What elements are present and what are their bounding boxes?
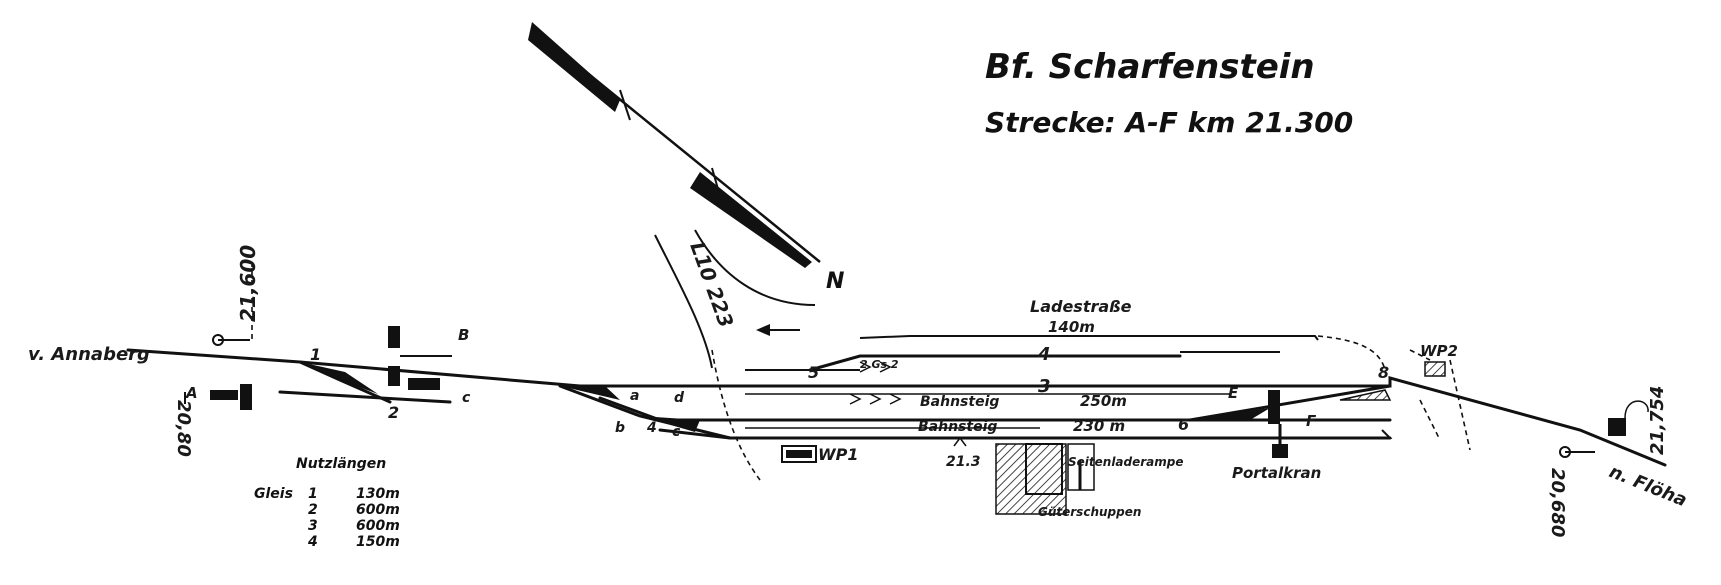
wp1-building	[781, 445, 817, 463]
wp1-label: WP1	[818, 445, 859, 464]
ladestrasse-dash	[1317, 335, 1386, 371]
ladestrasse-length: 140m	[1048, 318, 1095, 336]
signal-f: F	[1306, 412, 1317, 430]
road-l10	[654, 229, 816, 369]
ladestrasse-label: Ladestraße	[1030, 297, 1132, 316]
ladestrasse-road	[859, 335, 1319, 341]
table-row-gleis-4: 4	[307, 534, 318, 550]
km-right-top: 21,754	[1647, 386, 1668, 455]
station-title: Bf. Scharfenstein	[985, 47, 1315, 87]
track-number-1: 1	[310, 345, 321, 364]
switch-c: c	[672, 424, 681, 440]
switch-c-left: c	[462, 390, 471, 406]
km-post-right	[1559, 400, 1649, 458]
signal-e: E	[1228, 384, 1239, 402]
table-row-laenge-4: 150m	[356, 534, 400, 550]
platform-length-1: 250m	[1080, 392, 1127, 410]
small-label: 2 Gs 2	[860, 358, 899, 371]
schuppen-label: Güterschuppen	[1038, 505, 1141, 519]
kran-label: Portalkran	[1232, 464, 1321, 482]
track-number-2: 2	[388, 403, 399, 422]
line-km-title: Strecke: A-F km 21.300	[985, 106, 1353, 139]
switch-d: d	[674, 390, 685, 406]
platform-label-2: Bahnsteig	[918, 419, 997, 435]
track-number-8: 8	[1378, 363, 1389, 382]
km-station-label: 21.3	[946, 454, 981, 470]
km-right-bottom: 20,680	[1547, 468, 1568, 537]
boundary-left	[711, 349, 761, 481]
table-row-gleis-3: 3	[308, 518, 318, 534]
rampe-label: Seitenladerampe	[1068, 455, 1184, 469]
nutzlaengen-prefix: Gleis	[254, 486, 293, 502]
nutzlaengen-table: 1 130m 2 600m 3 600m 4 150m	[307, 486, 400, 550]
table-row-laenge-1: 130m	[356, 486, 400, 502]
track-number-3: 3	[1038, 376, 1051, 397]
signal-b: B	[458, 326, 469, 344]
track-number-5: 5	[808, 363, 819, 382]
table-row-gleis-1: 1	[308, 486, 318, 502]
switch-b: b	[615, 420, 625, 436]
nutzlaengen-heading: Nutzlängen	[296, 456, 386, 472]
km-left-bottom: 20,80	[173, 400, 194, 457]
switch-4: 4	[646, 420, 657, 436]
wp2-building	[1424, 361, 1446, 377]
signal-block-b	[388, 326, 400, 348]
direction-west: v. Annaberg	[28, 344, 150, 365]
crossover-3	[558, 384, 732, 440]
signal-block-a	[240, 384, 252, 410]
track-number-6: 6	[1178, 415, 1189, 434]
table-row-laenge-2: 600m	[356, 502, 400, 518]
km-post-left-top	[212, 262, 253, 346]
platform-label-1: Bahnsteig	[920, 394, 999, 410]
km-left-top: 21,600	[236, 245, 260, 322]
signal-a: A	[185, 384, 198, 402]
direction-east: n. Flöha	[1606, 461, 1690, 511]
track-4	[808, 354, 1182, 372]
platform-length-2: 230 m	[1073, 417, 1125, 435]
table-row-gleis-2: 2	[308, 502, 318, 518]
switch-1-block	[300, 362, 378, 394]
gueterschuppen-building	[995, 443, 1095, 515]
crossover-6	[1188, 384, 1392, 422]
wp2-label: WP2	[1420, 342, 1458, 360]
north-arrow-icon	[528, 22, 821, 268]
north-label: N	[826, 269, 844, 294]
track-number-4: 4	[1037, 344, 1051, 365]
arrow-left-icon	[756, 324, 800, 336]
road-label: L10 223	[685, 239, 738, 331]
table-row-laenge-3: 600m	[356, 518, 400, 534]
portalkran	[1268, 390, 1288, 458]
switch-a: a	[630, 388, 639, 404]
track-1-end	[1030, 429, 1393, 439]
